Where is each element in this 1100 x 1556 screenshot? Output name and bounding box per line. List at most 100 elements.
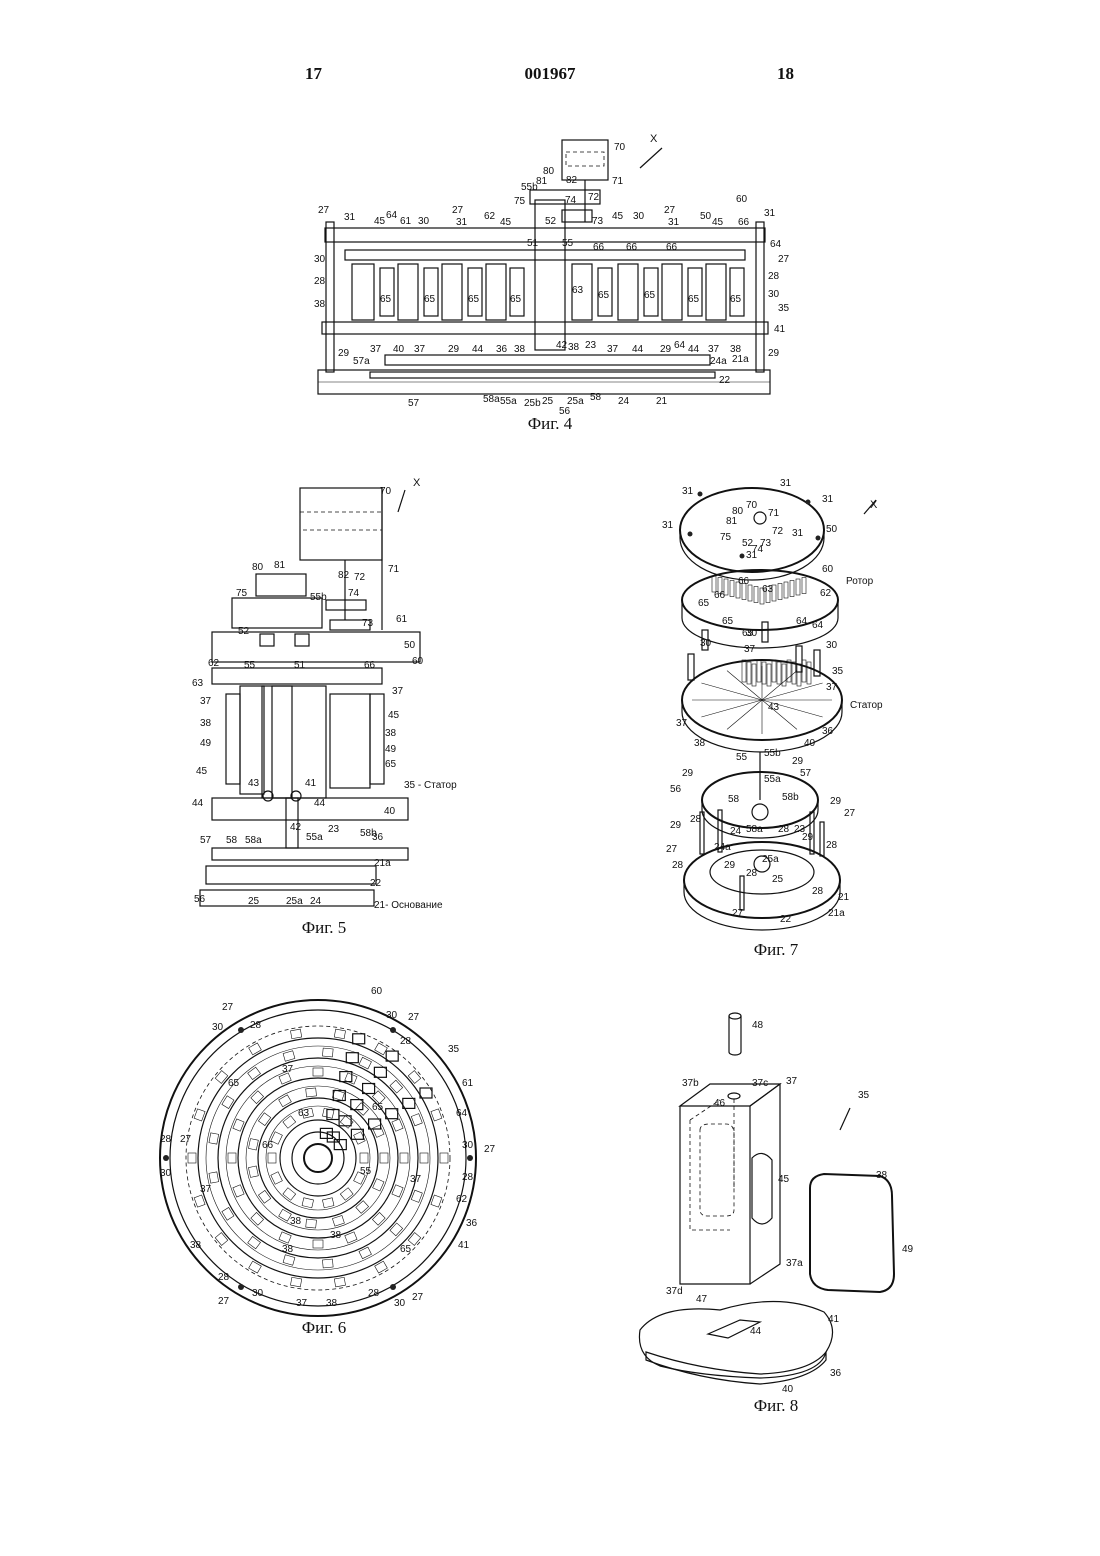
svg-text:71: 71 <box>768 508 780 519</box>
svg-text:45: 45 <box>374 216 386 227</box>
svg-text:31: 31 <box>668 217 680 228</box>
svg-text:75: 75 <box>514 196 526 207</box>
svg-text:29: 29 <box>768 348 780 359</box>
svg-text:30: 30 <box>394 1298 406 1309</box>
svg-text:70: 70 <box>380 486 392 497</box>
svg-text:29: 29 <box>448 344 460 355</box>
svg-text:36: 36 <box>496 344 508 355</box>
svg-text:66: 66 <box>262 1140 274 1151</box>
svg-text:72: 72 <box>354 572 366 583</box>
svg-text:70: 70 <box>746 500 758 511</box>
svg-text:58: 58 <box>226 835 238 846</box>
svg-text:28: 28 <box>314 276 326 287</box>
svg-text:36: 36 <box>372 832 384 843</box>
fig7-caption: Фиг. 7 <box>696 940 856 960</box>
svg-text:30: 30 <box>633 211 645 222</box>
svg-text:27: 27 <box>452 205 464 216</box>
figure-8-drawing: 48 37b 37c 37 46 45 35 38 49 37a 37d 47 … <box>639 1013 913 1395</box>
svg-text:52: 52 <box>238 626 250 637</box>
svg-text:30: 30 <box>700 638 712 649</box>
svg-text:28: 28 <box>768 271 780 282</box>
svg-text:75: 75 <box>236 588 248 599</box>
svg-text:65: 65 <box>730 294 742 305</box>
svg-text:38: 38 <box>326 1298 338 1309</box>
svg-text:41: 41 <box>305 778 317 789</box>
svg-text:27: 27 <box>412 1292 424 1303</box>
svg-text:37: 37 <box>370 344 382 355</box>
svg-text:40: 40 <box>804 738 816 749</box>
svg-text:40: 40 <box>384 806 396 817</box>
svg-text:49: 49 <box>902 1244 914 1255</box>
svg-text:40: 40 <box>393 344 405 355</box>
svg-text:55: 55 <box>244 660 256 671</box>
svg-text:24: 24 <box>730 826 742 837</box>
svg-text:81: 81 <box>536 176 548 187</box>
svg-text:58b: 58b <box>782 792 799 803</box>
fig7-stator-note: Статор <box>850 700 883 711</box>
svg-text:63: 63 <box>298 1108 310 1119</box>
svg-text:28: 28 <box>826 840 838 851</box>
svg-text:62: 62 <box>820 588 832 599</box>
svg-text:58: 58 <box>728 794 740 805</box>
svg-text:31: 31 <box>662 520 674 531</box>
svg-text:55: 55 <box>736 752 748 763</box>
fig4-caption: Фиг. 4 <box>470 414 630 434</box>
svg-text:65: 65 <box>372 1102 384 1113</box>
svg-text:65: 65 <box>468 294 480 305</box>
svg-text:57: 57 <box>800 768 812 779</box>
svg-text:49: 49 <box>385 744 397 755</box>
svg-text:38: 38 <box>694 738 706 749</box>
svg-text:29: 29 <box>338 348 350 359</box>
svg-text:37: 37 <box>200 696 212 707</box>
fig8-caption: Фиг. 8 <box>696 1396 856 1416</box>
svg-text:27: 27 <box>222 1002 234 1013</box>
svg-text:27: 27 <box>666 844 678 855</box>
svg-text:45: 45 <box>388 710 400 721</box>
svg-text:27: 27 <box>180 1134 192 1145</box>
svg-text:28: 28 <box>462 1172 474 1183</box>
svg-text:27: 27 <box>844 808 856 819</box>
svg-text:30: 30 <box>462 1140 474 1151</box>
svg-text:66: 66 <box>666 242 678 253</box>
svg-text:24: 24 <box>310 896 322 907</box>
fig4-marker: X <box>650 133 658 145</box>
svg-text:43: 43 <box>768 702 780 713</box>
svg-text:27: 27 <box>218 1296 230 1307</box>
svg-text:30: 30 <box>418 216 430 227</box>
svg-text:66: 66 <box>593 242 605 253</box>
svg-text:64: 64 <box>770 239 782 250</box>
svg-text:22: 22 <box>780 914 792 925</box>
svg-text:64: 64 <box>674 340 686 351</box>
svg-text:21a: 21a <box>828 908 845 919</box>
svg-text:66: 66 <box>364 660 376 671</box>
svg-text:35: 35 <box>778 303 790 314</box>
svg-text:30: 30 <box>826 640 838 651</box>
svg-text:27: 27 <box>664 205 676 216</box>
svg-text:28: 28 <box>812 886 824 897</box>
svg-text:40: 40 <box>782 1384 794 1395</box>
svg-text:44: 44 <box>750 1326 762 1337</box>
figure-7-drawing: 31 31 31 31 31 31 50 70 80 71 81 72 75 5… <box>662 478 876 930</box>
svg-text:81: 81 <box>726 516 738 527</box>
svg-text:29: 29 <box>792 756 804 767</box>
svg-text:48: 48 <box>752 1020 764 1031</box>
svg-text:55a: 55a <box>764 774 781 785</box>
svg-text:60: 60 <box>371 986 383 997</box>
svg-text:60: 60 <box>822 564 834 575</box>
svg-text:37: 37 <box>296 1298 308 1309</box>
svg-text:75: 75 <box>720 532 732 543</box>
svg-text:50: 50 <box>404 640 416 651</box>
svg-text:35: 35 <box>832 666 844 677</box>
svg-text:27: 27 <box>318 205 330 216</box>
fig5-base-note: 21- Основание <box>374 900 443 911</box>
svg-text:63: 63 <box>762 584 774 595</box>
svg-text:45: 45 <box>196 766 208 777</box>
svg-text:38: 38 <box>385 728 397 739</box>
svg-text:58a: 58a <box>746 824 763 835</box>
svg-text:62: 62 <box>208 658 220 669</box>
svg-text:38: 38 <box>568 342 580 353</box>
svg-text:38: 38 <box>190 1240 202 1251</box>
svg-text:28: 28 <box>218 1272 230 1283</box>
svg-text:41: 41 <box>828 1314 840 1325</box>
